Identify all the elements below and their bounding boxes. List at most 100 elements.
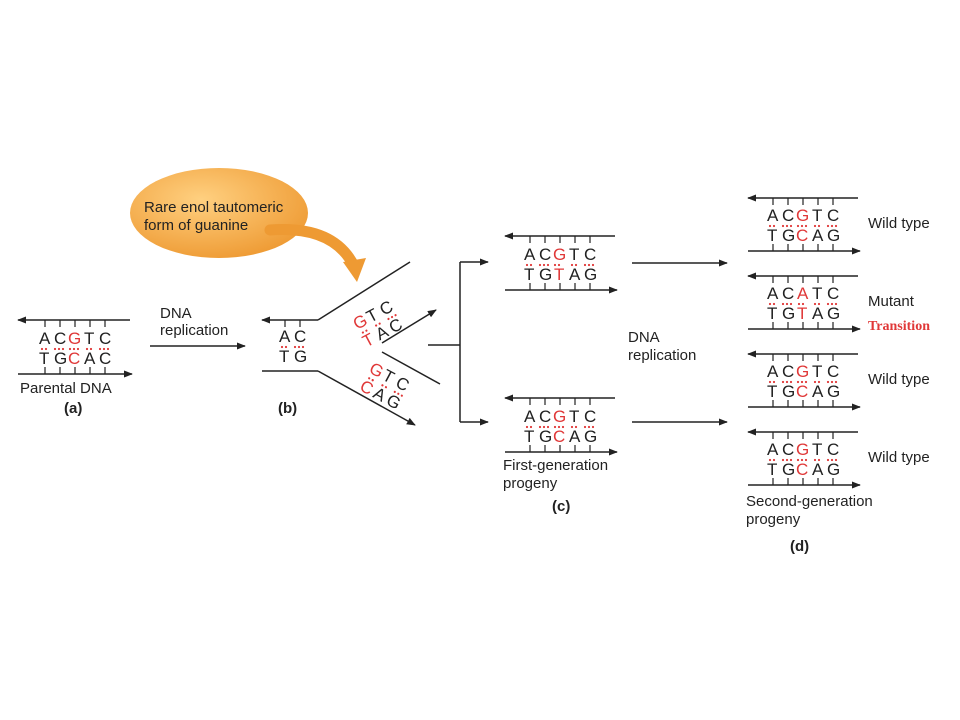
panel-c: A C G T C T G T A G A C G T C T G C [503, 232, 618, 515]
base-highlight: T [554, 265, 564, 284]
base: T [767, 226, 777, 245]
base-highlight: G [553, 407, 566, 426]
panel-letter-b: (b) [278, 400, 297, 417]
base: A [569, 427, 581, 446]
lower-fork-new-strand [381, 351, 441, 385]
upper-fork-bases: G T C T A C [350, 297, 406, 351]
base: C [782, 440, 794, 459]
base: G [782, 382, 795, 401]
bubble-tail-tip [343, 258, 366, 282]
ticks-top-a [44, 320, 106, 327]
row-label: Wild type [868, 371, 930, 388]
second-generation-label-line1: Second-generation [746, 493, 873, 510]
base-highlight: G [796, 206, 809, 225]
base-highlight: C [796, 226, 808, 245]
base: A [524, 245, 536, 264]
lower-fork-bases: G T C C A G [357, 359, 413, 414]
row-label: Mutant [868, 293, 915, 310]
base: C [782, 284, 794, 303]
parental-dna-label: Parental DNA [20, 380, 112, 397]
base: G [782, 226, 795, 245]
base: T [569, 245, 579, 264]
base: A [569, 265, 581, 284]
panel-a: A C G T C T G C A C Parental DNA (a) [17, 316, 133, 417]
base: C [827, 206, 839, 225]
base: C [782, 206, 794, 225]
second-generation-label-line2: progeny [746, 511, 801, 528]
base-highlight: C [796, 460, 808, 479]
hbond-dots-a [40, 347, 110, 351]
base: G [54, 349, 67, 368]
base: A [767, 362, 779, 381]
ticks-bottom-a [44, 367, 106, 374]
base: G [584, 427, 597, 446]
callout-bubble: Rare enol tautomeric form of guanine [130, 168, 366, 282]
upper-fork-new-strand [381, 309, 437, 344]
split-bracket [428, 258, 489, 426]
base: A [812, 304, 824, 323]
row-label: Wild type [868, 449, 930, 466]
replication-arrow-2: DNA replication [628, 259, 728, 426]
base-highlight: C [553, 427, 565, 446]
bubble-tail [264, 223, 361, 274]
base: C [54, 329, 66, 348]
base-highlight: T [797, 304, 807, 323]
arrow1-label-line1: DNA [160, 305, 192, 322]
base: T [812, 206, 822, 225]
base: T [812, 440, 822, 459]
bubble-shape [130, 168, 308, 258]
d-row-wild-type-2: A C G T C T G C A G Wild type [747, 350, 930, 411]
base: A [84, 349, 96, 368]
base: T [812, 284, 822, 303]
base: G [539, 265, 552, 284]
base: C [294, 327, 306, 346]
base: G [827, 382, 840, 401]
base: G [294, 347, 307, 366]
d-row-wild-type-3: A C G T C T G C A G Wild type [747, 428, 930, 489]
base: C [99, 349, 111, 368]
replication-arrow-1: DNA replication [150, 305, 246, 350]
hbond-dots-b [280, 345, 305, 349]
c-top-dna: A C G T C T G T A G [504, 232, 618, 294]
base-highlight: C [796, 382, 808, 401]
base: G [782, 304, 795, 323]
arrow1-label-line2: replication [160, 322, 228, 339]
base: T [524, 427, 534, 446]
base: T [39, 349, 49, 368]
base: T [767, 382, 777, 401]
first-generation-label-line2: progeny [503, 475, 558, 492]
base: G [383, 390, 404, 413]
base: G [827, 460, 840, 479]
base: A [524, 407, 536, 426]
base: T [279, 347, 289, 366]
c-bottom-dna: A C G T C T G C A G [504, 394, 618, 456]
d-row-wild-type-1: A C G T C T G C A G Wild type [747, 194, 930, 255]
base: A [279, 327, 291, 346]
base-highlight: G [68, 329, 81, 348]
d-row-mutant: A C A T C T G T A G Mutant Transition [747, 272, 930, 334]
base: G [827, 226, 840, 245]
panel-b: A C T G (b) G T C T A C G T C C [261, 261, 441, 426]
base-highlight: C [68, 349, 80, 368]
base: G [584, 265, 597, 284]
base: C [827, 362, 839, 381]
base: C [782, 362, 794, 381]
base: T [524, 265, 534, 284]
base: A [812, 460, 824, 479]
panel-letter-a: (a) [64, 400, 82, 417]
base: A [767, 284, 779, 303]
base: T [767, 460, 777, 479]
base: G [782, 460, 795, 479]
base: A [39, 329, 51, 348]
first-generation-label-line1: First-generation [503, 457, 608, 474]
base: T [812, 362, 822, 381]
base: C [539, 245, 551, 264]
base-highlight: G [796, 440, 809, 459]
base: C [584, 245, 596, 264]
base: C [584, 407, 596, 426]
lower-fork-outer [317, 370, 416, 426]
base: A [812, 226, 824, 245]
upper-fork-outer [317, 261, 411, 321]
